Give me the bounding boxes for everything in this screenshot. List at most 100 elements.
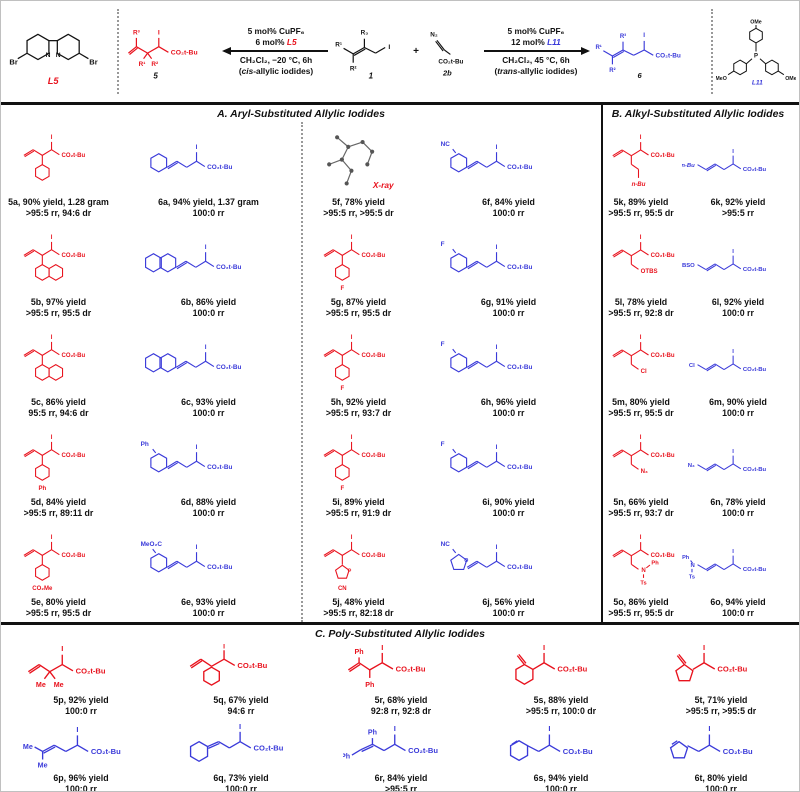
caption-selectivity-6l: 100:0 rr bbox=[722, 308, 754, 319]
svg-text:CO₂t-Bu: CO₂t-Bu bbox=[743, 266, 767, 272]
svg-text:Ts: Ts bbox=[640, 580, 646, 586]
structure-slot-5t: I CO₂t-Bu bbox=[663, 643, 779, 695]
svg-text:I: I bbox=[239, 722, 241, 731]
svg-text:I: I bbox=[495, 244, 497, 251]
svg-text:CO₂t-Bu: CO₂t-Bu bbox=[717, 665, 747, 674]
svg-text:I: I bbox=[223, 643, 225, 650]
caption-selectivity-5g: >95:5 rr, 95:5 dr bbox=[325, 308, 392, 319]
svg-text:NC: NC bbox=[440, 541, 450, 548]
svg-text:OMe: OMe bbox=[750, 20, 762, 26]
svg-text:TBSO: TBSO bbox=[682, 262, 695, 268]
caption-selectivity-5i: >95:5 rr, 91:9 dr bbox=[325, 508, 392, 519]
section-a-title: A. Aryl-Substituted Allylic Iodides bbox=[217, 108, 385, 120]
svg-text:I: I bbox=[640, 234, 642, 241]
svg-text:Br: Br bbox=[9, 57, 17, 66]
svg-text:5: 5 bbox=[153, 72, 158, 81]
svg-text:CO₂t-Bu: CO₂t-Bu bbox=[207, 563, 232, 570]
caption-selectivity-5h: >95:5 rr, 93:7 dr bbox=[325, 408, 392, 419]
svg-text:CO₂t-Bu: CO₂t-Bu bbox=[216, 363, 241, 370]
structure-slot-5f: X-ray bbox=[313, 123, 405, 197]
svg-text:X-ray: X-ray bbox=[371, 180, 393, 190]
caption-yield-6f: 6f, 84% yield bbox=[482, 197, 535, 208]
caption-selectivity-6p: 100:0 rr bbox=[65, 783, 97, 792]
caption-selectivity-6a: 100:0 rr bbox=[192, 208, 225, 219]
caption-selectivity-5k: >95:5 rr, 95:5 dr bbox=[608, 208, 674, 219]
svg-text:F: F bbox=[340, 286, 344, 292]
cis-note: (cis-allylic iodides) bbox=[238, 65, 314, 76]
svg-text:I: I bbox=[640, 134, 642, 141]
svg-text:CO₂t-Bu: CO₂t-Bu bbox=[361, 553, 385, 559]
svg-text:I: I bbox=[195, 544, 197, 551]
svg-text:I: I bbox=[703, 643, 705, 652]
svg-text:I: I bbox=[495, 144, 497, 151]
svg-text:N₃: N₃ bbox=[688, 462, 695, 468]
caption-yield-5b: 5b, 97% yield bbox=[30, 297, 87, 308]
svg-text:N₂: N₂ bbox=[430, 32, 438, 39]
caption-yield-5o: 5o, 86% yield bbox=[613, 597, 669, 608]
svg-text:Br: Br bbox=[89, 57, 97, 66]
caption-selectivity-5o: >95:5 rr, 95:5 dr bbox=[608, 608, 674, 619]
scheme-divider-left bbox=[117, 9, 120, 94]
svg-text:CO₂t-Bu: CO₂t-Bu bbox=[361, 253, 385, 259]
svg-text:Ph: Ph bbox=[355, 648, 364, 656]
svg-text:CO₂t-Bu: CO₂t-Bu bbox=[361, 453, 385, 459]
svg-text:CN: CN bbox=[337, 586, 346, 592]
svg-text:I: I bbox=[732, 548, 734, 554]
horizontal-rule-top bbox=[1, 102, 799, 105]
svg-text:MeO₂C: MeO₂C bbox=[140, 541, 162, 548]
svg-text:F: F bbox=[440, 441, 444, 448]
section-ab: A. Aryl-Substituted Allylic Iodides B. A… bbox=[1, 105, 799, 622]
svg-text:CO₂t-Bu: CO₂t-Bu bbox=[743, 466, 767, 472]
caption-selectivity-5r: 92:8 rr, 92:8 dr bbox=[370, 705, 432, 716]
svg-text:Cl: Cl bbox=[641, 368, 647, 375]
caption-yield-6q: 6q, 73% yield bbox=[213, 772, 269, 783]
svg-text:Me: Me bbox=[36, 681, 46, 689]
svg-text:I: I bbox=[640, 334, 642, 341]
caption-yield-5g: 5g, 87% yield bbox=[330, 297, 387, 308]
svg-text:CO₂t-Bu: CO₂t-Bu bbox=[563, 747, 593, 756]
caption-yield-5a: 5a, 90% yield, 1.28 gram bbox=[8, 197, 109, 208]
caption-selectivity-6h: 100:0 rr bbox=[492, 408, 525, 419]
caption-yield-6h: 6h, 96% yield bbox=[480, 397, 537, 408]
caption-yield-5h: 5h, 92% yield bbox=[330, 397, 387, 408]
caption-selectivity-6c: 100:0 rr bbox=[192, 408, 225, 419]
conditions-trans: 5 mol% CuPF₆ 12 mol% L11 CH₂Cl₂, 45 °C, … bbox=[480, 26, 592, 76]
caption-yield-5n: 5n, 66% yield bbox=[613, 497, 669, 508]
svg-text:I: I bbox=[50, 335, 52, 341]
